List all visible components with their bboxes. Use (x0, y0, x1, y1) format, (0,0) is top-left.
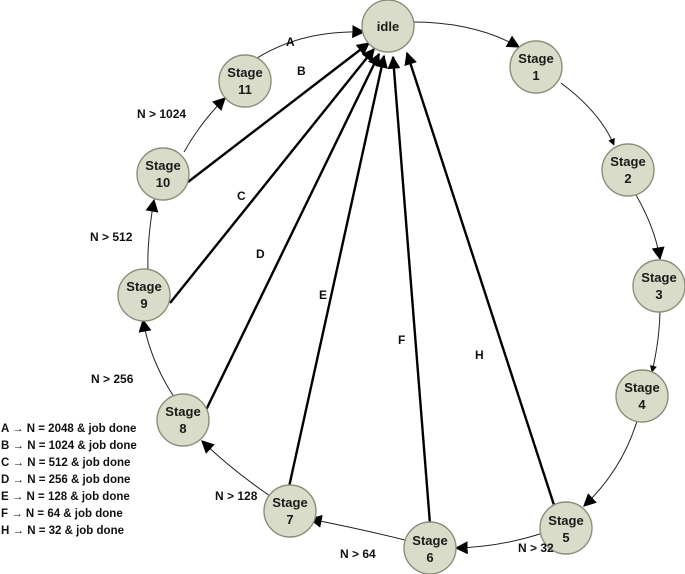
edge-stage3-to-stage4 (650, 306, 661, 373)
legend-item-H: H → N = 32 & job done (1, 525, 124, 537)
node-stage6[interactable]: Stage 6 (403, 521, 457, 574)
node-stage11-number: 11 (238, 82, 252, 97)
node-stage8-label: Stage (165, 404, 200, 419)
edge-labels: A B C D E F H N > 1024 N > 512 N > 256 N… (90, 35, 554, 561)
node-stage3-number: 3 (655, 287, 662, 302)
edge-label-C: C (237, 189, 246, 203)
edge-stage7-to-stage8 (201, 440, 271, 497)
node-stage3[interactable]: Stage 3 (632, 259, 685, 313)
node-stage6-number: 6 (426, 550, 433, 565)
return-transitions (169, 42, 556, 525)
legend-item-D: D → N = 256 & job done (1, 474, 130, 486)
edge-label-E: E (319, 288, 327, 302)
node-stage4-label: Stage (624, 380, 659, 395)
edge-stage10-to-stage11 (183, 97, 226, 153)
node-stage9[interactable]: Stage 9 (117, 268, 171, 322)
node-idle[interactable]: idle (361, 0, 415, 53)
node-stage2-number: 2 (624, 171, 631, 186)
edge-stage11-to-idle (253, 25, 366, 61)
edge-stage7-to-idle (285, 54, 388, 497)
edge-idle-to-stage1 (411, 21, 521, 48)
node-stage10-label: Stage (145, 158, 180, 173)
edge-stage8-to-stage9 (138, 318, 175, 398)
legend-item-B: B → N = 1024 & job done (1, 440, 137, 452)
node-stage8-number: 8 (179, 421, 186, 436)
node-stage11-label: Stage (227, 65, 262, 80)
edge-label-A: A (286, 35, 295, 49)
edge-stage8-to-idle (204, 52, 381, 411)
legend: A → N = 2048 & job done B → N = 1024 & j… (1, 423, 137, 537)
legend-item-E: E → N = 128 & job done (1, 491, 130, 503)
edge-stage9-to-idle (169, 47, 375, 304)
edge-label-B: B (297, 64, 306, 78)
edge-stage10-to-idle (187, 42, 371, 183)
node-stage7-number: 7 (286, 512, 293, 527)
edge-label-D: D (256, 247, 265, 261)
node-stage5-number: 5 (562, 530, 569, 545)
edge-stage6-to-idle (387, 55, 432, 525)
node-stage1-label: Stage (518, 51, 553, 66)
edge-stage1-to-stage2 (560, 82, 615, 146)
legend-item-C: C → N = 512 & job done (1, 457, 130, 469)
node-stage6-label: Stage (412, 533, 447, 548)
legend-item-A: A → N = 2048 & job done (1, 423, 136, 435)
edge-label-H: H (475, 348, 484, 362)
edge-label-n512: N > 512 (90, 230, 133, 244)
edge-label-F: F (398, 333, 405, 347)
edge-stage9-to-stage10 (145, 198, 159, 271)
node-stage4-number: 4 (638, 397, 646, 412)
node-stage10-number: 10 (156, 175, 170, 190)
node-stage2[interactable]: Stage 2 (601, 143, 655, 197)
node-stage1-number: 1 (532, 68, 539, 83)
node-stage5[interactable]: Stage 5 (539, 501, 593, 555)
ring-transitions (138, 21, 665, 555)
legend-item-F: F → N = 64 & job done (1, 508, 123, 520)
edge-stage2-to-stage3 (635, 194, 665, 261)
node-idle-label: idle (377, 19, 399, 34)
node-stage8[interactable]: Stage 8 (156, 393, 210, 447)
node-stage9-label: Stage (126, 279, 161, 294)
edge-label-n64: N > 64 (340, 547, 376, 561)
node-stage7[interactable]: Stage 7 (263, 484, 317, 538)
node-stage1[interactable]: Stage 1 (509, 40, 563, 94)
node-stage10[interactable]: Stage 10 (136, 147, 190, 201)
node-stage2-label: Stage (610, 154, 645, 169)
edge-label-n256: N > 256 (91, 372, 134, 386)
edge-stage5-to-idle (404, 51, 556, 506)
edge-stage4-to-stage5 (583, 420, 638, 507)
edge-label-n1024: N > 1024 (137, 107, 186, 121)
node-stage4[interactable]: Stage 4 (615, 369, 669, 423)
node-stage3-label: Stage (641, 270, 676, 285)
edge-stage6-to-stage7 (308, 514, 406, 541)
edge-stage5-to-stage6 (454, 532, 544, 555)
edge-label-n128: N > 128 (215, 489, 258, 503)
node-stage7-label: Stage (272, 495, 307, 510)
node-stage11[interactable]: Stage 11 (218, 54, 272, 108)
edge-label-n32: N > 32 (518, 541, 554, 555)
node-stage5-label: Stage (548, 513, 583, 528)
node-stage9-number: 9 (140, 296, 147, 311)
